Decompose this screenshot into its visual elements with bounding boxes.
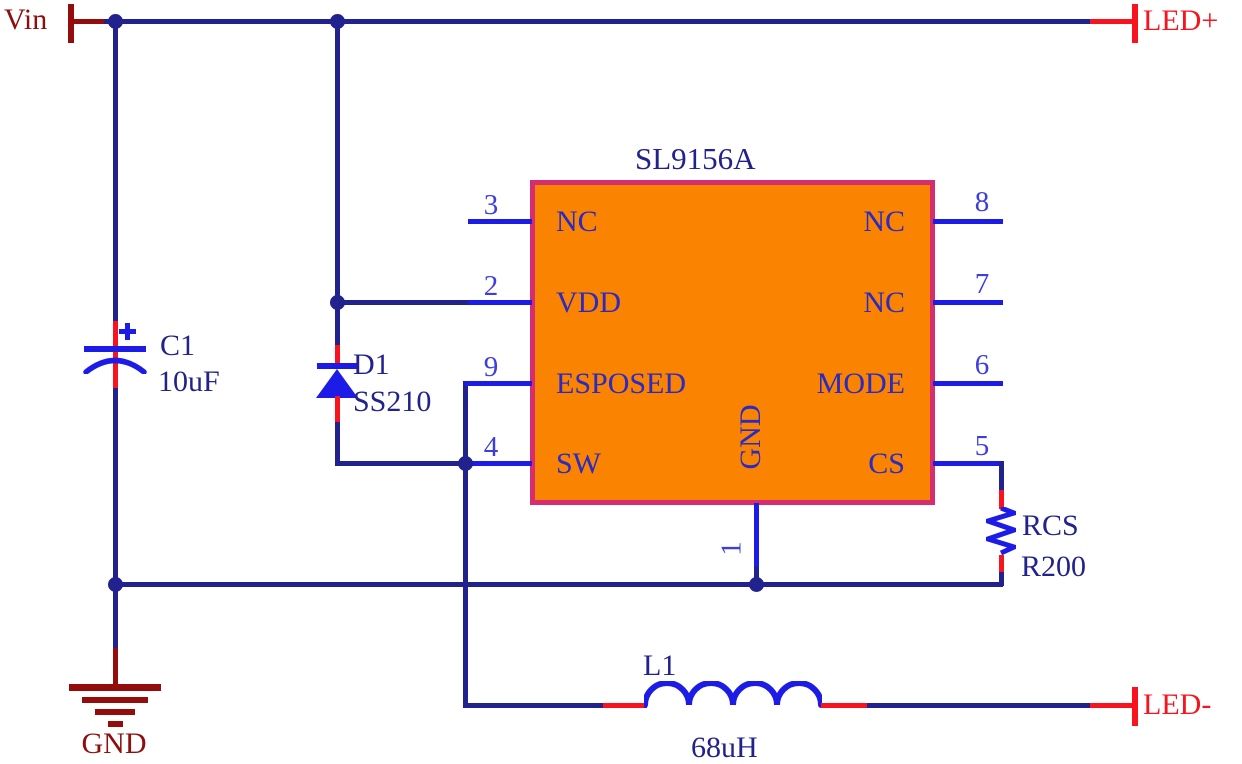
- wire-c1-lead-top: [113, 321, 118, 348]
- pin-label-esposed: ESPOSED: [556, 367, 687, 400]
- wire-d1-lead-top: [335, 345, 340, 366]
- diode-cathode-bar: [317, 363, 358, 369]
- pin-label-cs: CS: [868, 447, 905, 480]
- pin-1-number: 1: [715, 541, 748, 556]
- inductor-ref-label: L1: [643, 649, 677, 682]
- pin-2-stub: [468, 300, 532, 305]
- wire-vdd-net: [335, 300, 470, 305]
- ic-body: [530, 180, 935, 505]
- pin-4-number: 4: [483, 431, 499, 463]
- pin-label-nc-3: NC: [556, 205, 598, 238]
- pin-5-stub: [933, 461, 1003, 466]
- pin-7-stub: [933, 300, 1003, 305]
- gnd-port-label: GND: [81, 727, 147, 760]
- wire-gnd-lead: [113, 648, 118, 686]
- ground-symbol-bar3: [95, 709, 135, 715]
- diode-value-label: SS210: [353, 385, 432, 418]
- wire-c1-to-gnd: [113, 388, 118, 650]
- wire-l1-lead-right: [821, 703, 869, 708]
- pin-label-vdd: VDD: [556, 286, 621, 319]
- inductor-coils: [644, 681, 822, 708]
- diode-triangle: [316, 369, 358, 398]
- ground-symbol-bar2: [82, 697, 148, 703]
- pin-label-gnd: GND: [734, 404, 767, 470]
- resistor-value-label: R200: [1021, 550, 1087, 583]
- ground-symbol-bar1: [69, 684, 161, 691]
- junction-dot: [108, 577, 123, 592]
- pin-7-number: 7: [974, 268, 990, 300]
- junction-dot: [749, 577, 764, 592]
- wire-vin-stub: [72, 19, 106, 24]
- ledplus-port-label: LED+: [1143, 4, 1219, 37]
- pin-6-number: 6: [974, 349, 990, 381]
- diode-ref-label: D1: [353, 348, 390, 381]
- pin-4-stub: [465, 461, 532, 466]
- pin-9-number: 9: [483, 351, 499, 383]
- wire-c1-lead-bottom: [113, 352, 118, 390]
- wire-top-rail: [104, 19, 1092, 24]
- pin-label-nc-8: NC: [863, 205, 905, 238]
- ground-symbol-bar4: [108, 721, 123, 727]
- wire-rcs-bottom: [999, 572, 1004, 586]
- capacitor-ref-label: C1: [160, 329, 196, 362]
- ledminus-port-tick: [1132, 687, 1138, 726]
- pin-6-stub: [933, 381, 1003, 386]
- plus-icon: [125, 323, 130, 340]
- pin-5-number: 5: [974, 430, 990, 462]
- capacitor-value-label: 10uF: [158, 365, 220, 398]
- pin-3-stub: [468, 219, 532, 224]
- pin-8-stub: [933, 219, 1003, 224]
- capacitor-plate-top: [84, 346, 146, 352]
- pin-1-stub: [754, 503, 759, 569]
- wire-rcs-lead-top: [999, 490, 1004, 509]
- wire-d1-top: [335, 19, 340, 347]
- ic-name-label: SL9156A: [635, 141, 756, 176]
- junction-dot: [330, 14, 345, 29]
- junction-dot: [458, 456, 473, 471]
- vin-port-tick: [68, 4, 74, 43]
- pin-9-stub: [465, 381, 532, 386]
- wire-sw-vertical: [463, 381, 468, 708]
- wire-ground-rail: [113, 582, 1003, 587]
- pin-3-number: 3: [483, 189, 499, 221]
- wire-d1-bottom: [335, 422, 340, 466]
- capacitor-plate-curved: [83, 357, 147, 374]
- wire-d1-to-sw: [335, 461, 468, 466]
- wire-rcs-lead-bottom: [999, 555, 1004, 574]
- wire-ledplus-stub: [1090, 19, 1134, 24]
- wire-bottom-right: [867, 703, 1092, 708]
- junction-dot: [330, 295, 345, 310]
- pin-8-number: 8: [974, 186, 990, 218]
- wire-l1-lead-left: [603, 703, 647, 708]
- junction-dot: [108, 14, 123, 29]
- pin-label-mode: MODE: [816, 367, 905, 400]
- ledplus-port-tick: [1132, 4, 1138, 43]
- resistor-zigzag: [986, 507, 1016, 557]
- wire-ledminus-stub: [1090, 703, 1134, 708]
- ledminus-port-label: LED-: [1143, 688, 1212, 721]
- wire-c1-top: [113, 19, 118, 323]
- wire-d1-lead-bottom: [335, 396, 340, 424]
- inductor-value-label: 68uH: [691, 731, 758, 764]
- vin-port-label: Vin: [4, 3, 48, 36]
- wire-rcs-top: [999, 461, 1004, 492]
- pin-label-sw: SW: [556, 447, 601, 480]
- pin-2-number: 2: [483, 270, 499, 302]
- resistor-ref-label: RCS: [1022, 509, 1079, 542]
- wire-bottom-left: [463, 703, 605, 708]
- pin-label-nc-7: NC: [863, 286, 905, 319]
